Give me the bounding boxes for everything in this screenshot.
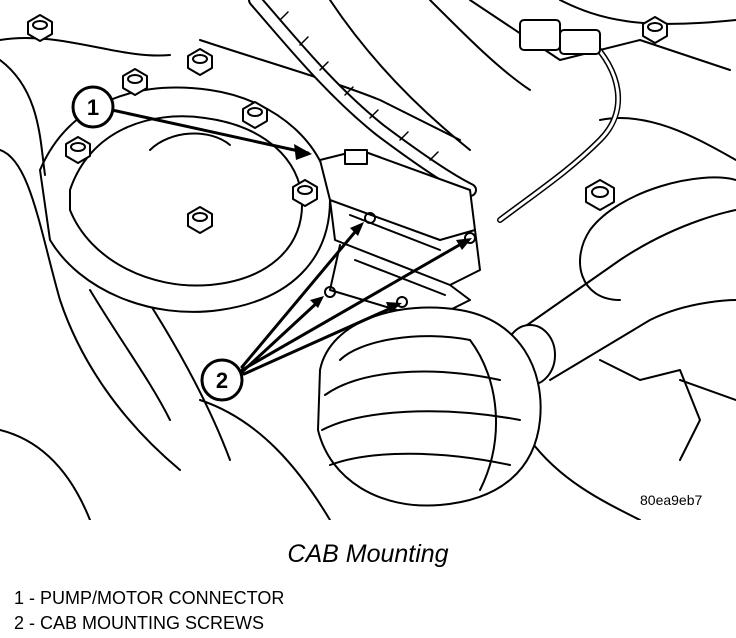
callout-1-number: 1 — [87, 95, 99, 120]
legend-item-1: 1 - PUMP/MOTOR CONNECTOR — [14, 588, 285, 608]
leader-2d — [242, 303, 400, 376]
drive-shaft — [499, 176, 736, 391]
leader-1 — [110, 108, 310, 155]
legend-item-2: 2 - CAB MOUNTING SCREWS — [14, 613, 265, 633]
figure-id: 80ea9eb7 — [640, 492, 703, 508]
callout-2: 2 — [200, 358, 244, 402]
figure-caption: CAB Mounting — [287, 540, 449, 568]
axle-housing — [0, 59, 331, 421]
leader-2a — [240, 224, 362, 369]
cab-module — [319, 149, 481, 321]
leader-2c — [240, 298, 322, 374]
cab-mounting-illustration: 1 2 — [0, 0, 736, 520]
leader-2b — [240, 238, 470, 372]
housing-bolts — [27, 14, 668, 234]
legend: 1 - PUMP/MOTOR CONNECTOR 2 - CAB MOUNTIN… — [14, 586, 284, 636]
callout-1: 1 — [71, 85, 115, 129]
cv-boot — [317, 306, 542, 507]
callout-2-number: 2 — [216, 368, 228, 393]
wiring-harness — [248, 0, 622, 223]
callout-leaders — [110, 108, 470, 376]
